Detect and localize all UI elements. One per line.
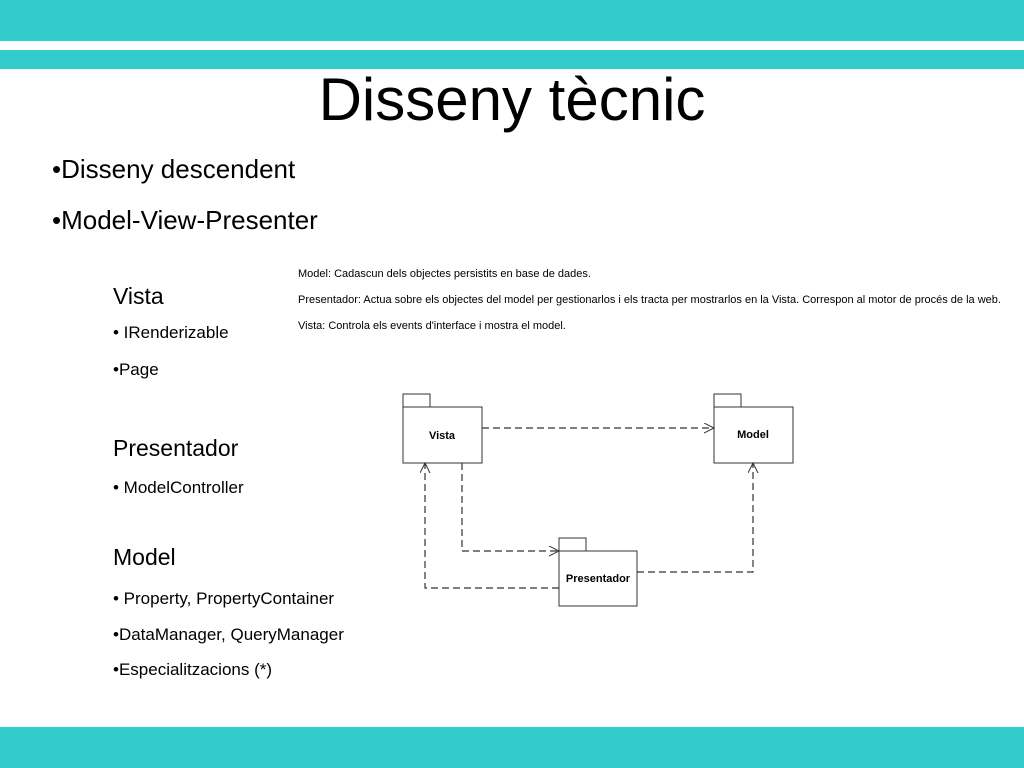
bullet-disseny-descendent: •Disseny descendent: [52, 154, 296, 184]
package-model: Model: [713, 393, 794, 464]
bullet-model-view-presenter: •Model-View-Presenter: [52, 205, 318, 235]
top-band: [0, 0, 1024, 41]
section-heading-vista: Vista: [113, 283, 164, 309]
model-item-datamanager: •DataManager, QueryManager: [113, 625, 344, 644]
description-model: Model: Cadascun dels objectes persistits…: [298, 268, 591, 280]
dependency-vista-to-presentador: [461, 463, 559, 551]
description-vista: Vista: Controla els events d'interface i…: [298, 320, 566, 332]
section-heading-presentador: Presentador: [113, 435, 239, 461]
package-label-model: Model: [737, 429, 769, 441]
model-item-especialitzacions: •Especialitzacions (*): [113, 660, 273, 679]
package-label-presentador: Presentador: [566, 573, 631, 585]
dependency-presentador-to-vista: [425, 463, 559, 589]
top-band-thin: [0, 50, 1024, 69]
description-presentador: Presentador: Actua sobre els objectes de…: [298, 294, 1001, 306]
package-label-vista: Vista: [429, 430, 456, 442]
slide-title: Disseny tècnic: [318, 66, 706, 133]
vista-item-page: •Page: [113, 360, 159, 379]
package-vista: Vista: [402, 393, 483, 464]
section-heading-model: Model: [113, 544, 176, 570]
dependency-presentador-to-model: [637, 463, 753, 573]
model-item-property: • Property, PropertyContainer: [113, 589, 335, 608]
package-presentador: Presentador: [558, 537, 638, 607]
bottom-band: [0, 727, 1024, 768]
vista-item-irenderizable: • IRenderizable: [113, 323, 229, 342]
presentador-item-modelcontroller: • ModelController: [113, 478, 244, 497]
